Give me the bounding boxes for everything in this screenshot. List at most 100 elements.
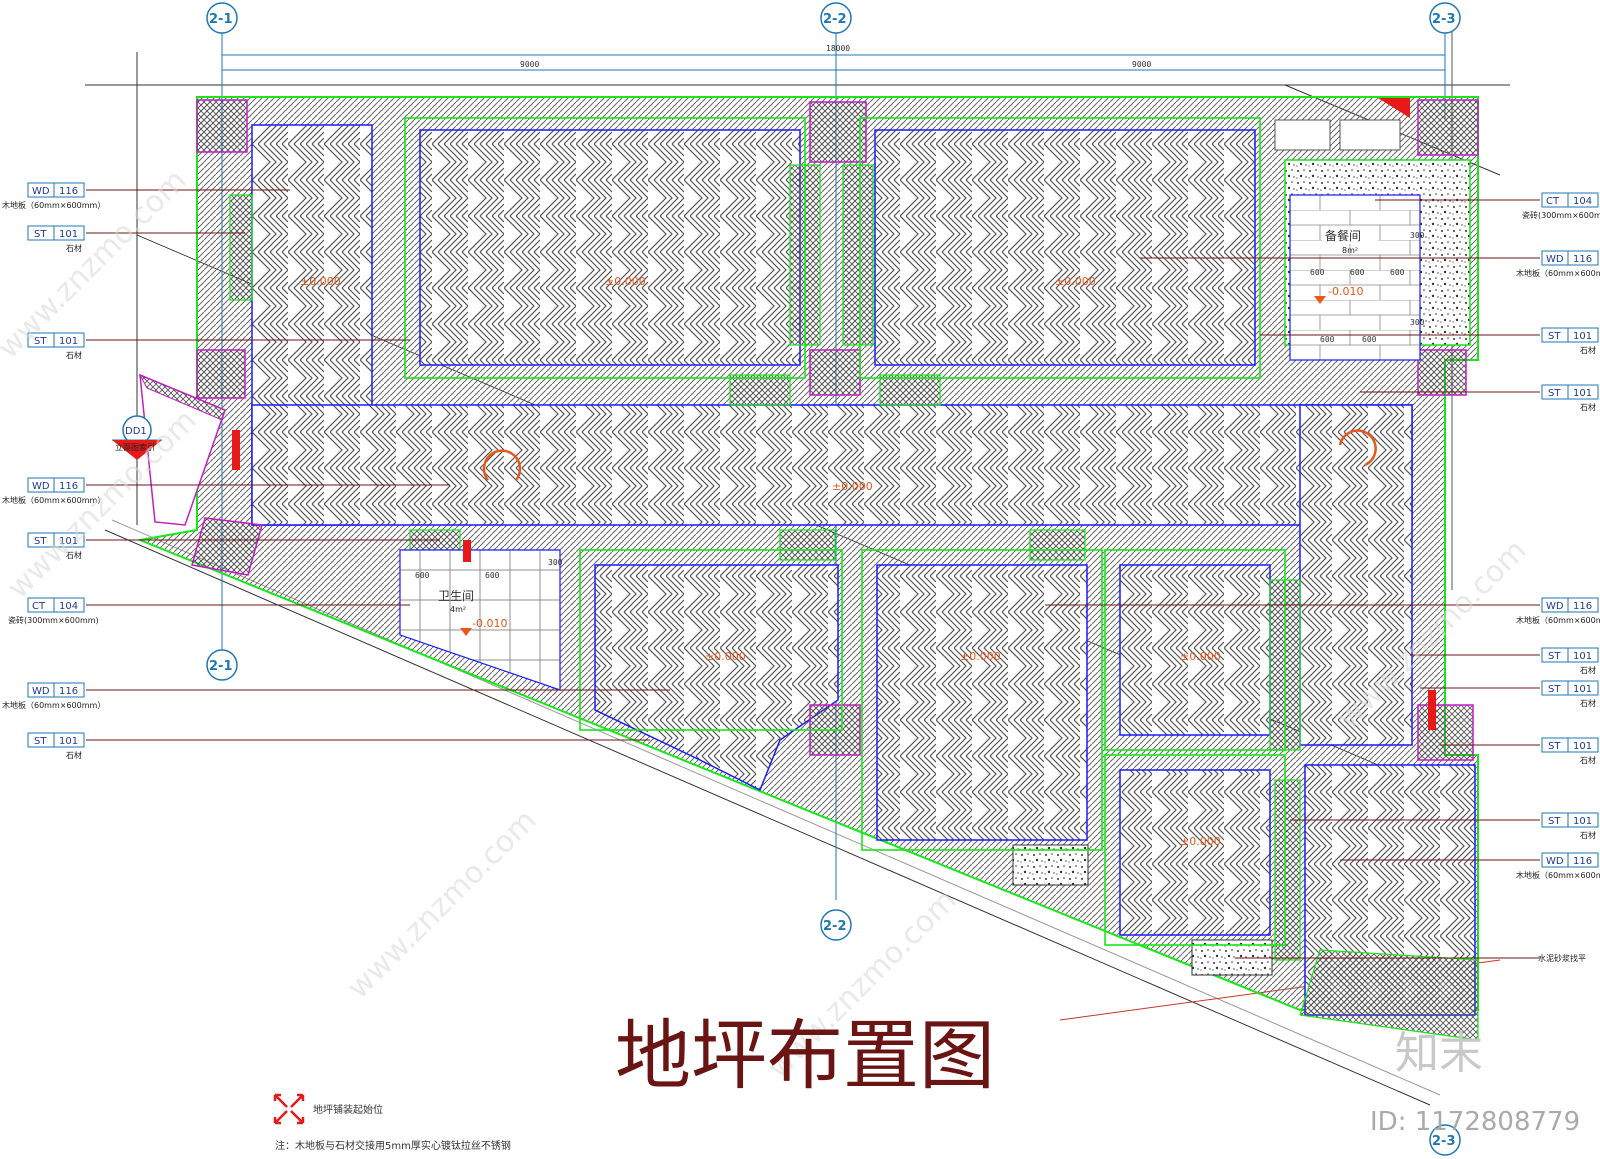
axis-bubbles: 2-1 2-2 2-3 2-1 2-2 2-3 xyxy=(206,2,1461,1156)
svg-text:600: 600 xyxy=(1320,335,1335,344)
svg-text:石材: 石材 xyxy=(66,350,82,360)
svg-text:116: 116 xyxy=(1573,601,1592,612)
left-wing xyxy=(138,373,226,526)
svg-text:116: 116 xyxy=(59,481,78,492)
pantry-area-label: 8m² xyxy=(1342,246,1358,255)
axis-2-2-bottom: 2-2 xyxy=(823,919,847,934)
svg-text:300: 300 xyxy=(1410,318,1425,327)
room-elev-7: ±0.000 xyxy=(1180,650,1221,663)
left-tags: WD 116 木地板（60mm×600mm） ST 101 石材 ST 101 … xyxy=(2,182,105,760)
stone-strips xyxy=(229,164,1479,1041)
dimension-total: 18000 xyxy=(826,44,850,53)
svg-text:101: 101 xyxy=(59,336,78,347)
legend: 地坪铺装起始位 注：木地板与石材交接用5mm厚实心镀钛拉丝不锈钢 xyxy=(273,1093,511,1152)
svg-text:600: 600 xyxy=(485,571,500,580)
svg-text:石材: 石材 xyxy=(1580,755,1596,765)
inner-wall-outlines xyxy=(404,117,1286,946)
svg-text:116: 116 xyxy=(1573,856,1592,867)
svg-text:瓷砖(300mm×600mm): 瓷砖(300mm×600mm) xyxy=(1522,210,1600,220)
svg-text:石材: 石材 xyxy=(1580,345,1596,355)
cement-areas xyxy=(1012,844,1273,976)
id-text: ID: 1172808779 xyxy=(1370,1107,1580,1137)
bathroom-area-label: 4m² xyxy=(450,605,466,614)
svg-text:116: 116 xyxy=(1573,254,1592,265)
tag-wd-code: WD xyxy=(32,186,50,197)
room-elev-5: ±0.000 xyxy=(705,650,746,663)
svg-text:WD: WD xyxy=(1546,254,1564,265)
svg-text:101: 101 xyxy=(1573,651,1592,662)
svg-text:ST: ST xyxy=(1548,388,1561,399)
svg-text:石材: 石材 xyxy=(1580,698,1596,708)
svg-text:石材: 石材 xyxy=(1580,665,1596,675)
svg-text:ST: ST xyxy=(1548,816,1561,827)
section-marker-code: DD1 xyxy=(125,426,147,437)
room-elev-1: ±0.000 xyxy=(300,275,341,288)
svg-text:石材: 石材 xyxy=(66,550,82,560)
svg-text:石材: 石材 xyxy=(66,750,82,760)
pantry-name: 备餐间 xyxy=(1325,228,1361,243)
svg-text:101: 101 xyxy=(1573,741,1592,752)
svg-text:101: 101 xyxy=(59,536,78,547)
room-elev-4: ±0.000 xyxy=(832,480,873,493)
svg-text:600: 600 xyxy=(415,571,430,580)
svg-text:ST: ST xyxy=(34,736,47,747)
svg-text:石材: 石材 xyxy=(1580,830,1596,840)
legend-note: 注：木地板与石材交接用5mm厚实心镀钛拉丝不锈钢 xyxy=(275,1139,511,1152)
svg-text:600: 600 xyxy=(1350,268,1365,277)
svg-text:101: 101 xyxy=(59,736,78,747)
svg-text:木地板（60mm×600mm）: 木地板（60mm×600mm） xyxy=(2,495,105,505)
svg-text:ST: ST xyxy=(1548,684,1561,695)
tag-wd-note: 木地板（60mm×600mm） xyxy=(2,200,105,210)
svg-text:600: 600 xyxy=(1362,335,1377,344)
section-marker: DD1 立面图索引 xyxy=(112,415,162,460)
logo-text: 知末 xyxy=(1395,1028,1483,1079)
svg-text:600: 600 xyxy=(1310,268,1325,277)
axis-2-3-top: 2-3 xyxy=(1432,12,1456,27)
svg-text:石材: 石材 xyxy=(1580,402,1596,412)
room-elev-6: ±0.000 xyxy=(960,650,1001,663)
tag-ct-code: CT xyxy=(32,601,46,612)
svg-text:101: 101 xyxy=(1573,331,1592,342)
leader-lines xyxy=(86,189,1540,959)
svg-text:木地板（60mm×600mm）: 木地板（60mm×600mm） xyxy=(1516,268,1600,278)
start-position-marks xyxy=(232,98,1436,730)
svg-text:116: 116 xyxy=(59,686,78,697)
svg-text:ST: ST xyxy=(1548,331,1561,342)
drawing-title: 地坪布置图 xyxy=(615,1011,995,1100)
bathroom-name: 卫生间 xyxy=(438,589,474,603)
pantry-elev: -0.010 xyxy=(1328,285,1363,298)
axis-2-2-top: 2-2 xyxy=(823,12,847,27)
tag-ct-note: 瓷砖(300mm×600mm) xyxy=(8,615,99,625)
svg-text:300: 300 xyxy=(1410,231,1425,240)
svg-text:CT: CT xyxy=(1546,196,1560,207)
dimension-lines xyxy=(221,48,1446,78)
axis-2-1-top: 2-1 xyxy=(209,12,233,27)
svg-text:ST: ST xyxy=(1548,741,1561,752)
pantry-area xyxy=(1274,119,1471,361)
stone-areas xyxy=(191,99,1479,761)
axis-2-3-bottom: 2-3 xyxy=(1432,1134,1456,1149)
svg-text:600: 600 xyxy=(1390,268,1405,277)
bathroom-elev: -0.010 xyxy=(472,617,507,630)
tag-cement-note: 水泥砂浆找平 xyxy=(1538,953,1586,963)
svg-text:WD: WD xyxy=(1546,601,1564,612)
svg-text:101: 101 xyxy=(1573,816,1592,827)
svg-text:104: 104 xyxy=(1573,196,1592,207)
svg-text:木地板（60mm×600mm）: 木地板（60mm×600mm） xyxy=(2,700,105,710)
room-elev-2: ±0.000 xyxy=(605,275,646,288)
tile-dimensions: 600 600 600 600 600 300 300 600 600 300 xyxy=(415,231,1425,580)
axis-2-1-bottom: 2-1 xyxy=(209,659,233,674)
dimension-left: 9000 xyxy=(520,60,539,69)
svg-text:木地板（60mm×600mm）: 木地板（60mm×600mm） xyxy=(1516,615,1600,625)
svg-text:石材: 石材 xyxy=(66,243,82,253)
svg-text:WD: WD xyxy=(1546,856,1564,867)
svg-text:WD: WD xyxy=(32,481,50,492)
wood-floor-areas xyxy=(251,124,1476,1016)
svg-text:ST: ST xyxy=(34,336,47,347)
room-labels: 卫生间 4m² -0.010 备餐间 8m² -0.010 ±0.000 ±0.… xyxy=(300,226,1378,848)
right-tags: CT 104 瓷砖(300mm×600mm) WD 116 木地板（60mm×6… xyxy=(1516,192,1600,963)
svg-text:ST: ST xyxy=(34,229,47,240)
svg-text:ST: ST xyxy=(34,536,47,547)
room-elev-8: ±0.000 xyxy=(1180,835,1221,848)
